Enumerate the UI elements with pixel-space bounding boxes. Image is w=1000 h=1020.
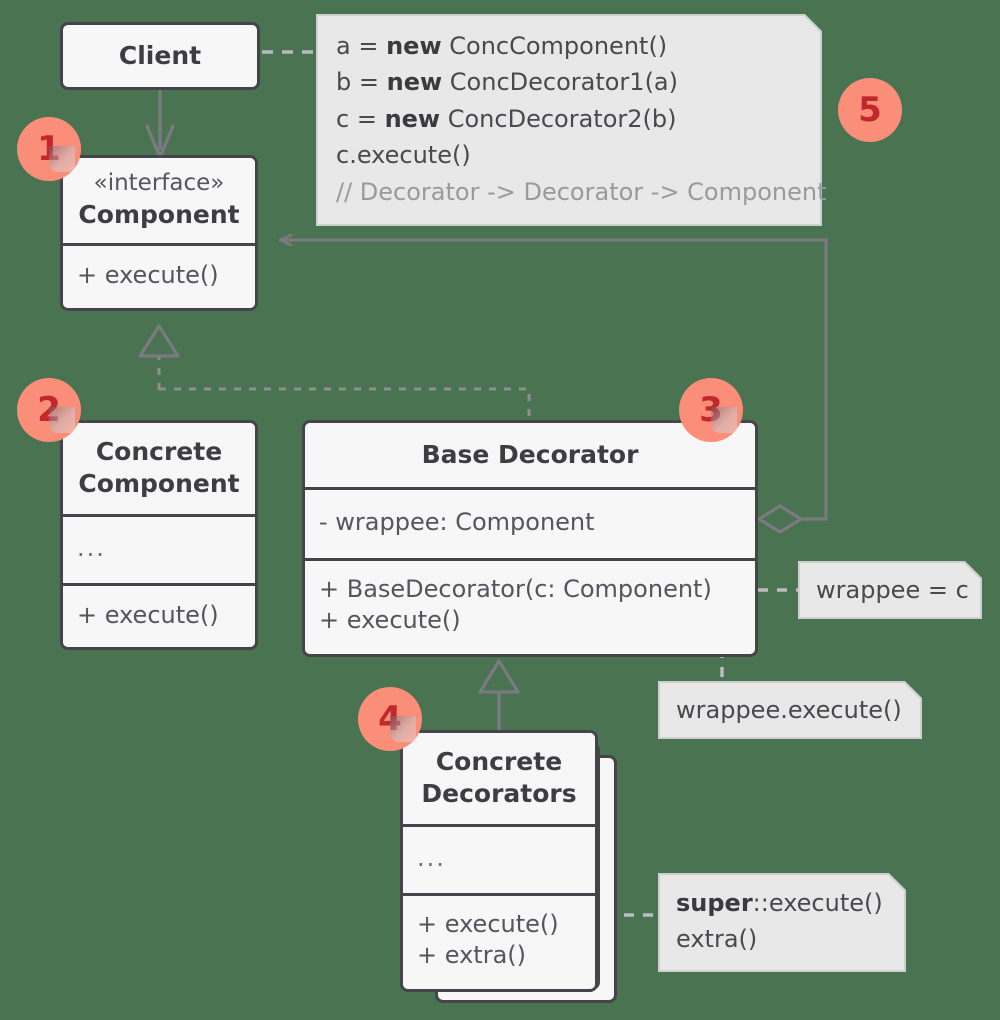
client-code-line-5-comment: // Decorator -> Decorator -> Component	[336, 177, 827, 206]
note-wrappee-execute: wrappee.execute()	[658, 681, 922, 739]
concrete-decorators-method-execute: + execute()	[417, 909, 559, 938]
note-super-line-2: extra()	[676, 925, 758, 954]
badge-curl-icon	[711, 407, 737, 433]
badge-curl-icon	[49, 407, 75, 433]
client-code-line-1: a = new ConcComponent()	[336, 32, 668, 60]
badge-4[interactable]: 4	[358, 687, 422, 751]
concrete-decorators-title-line2: Decorators	[421, 779, 577, 808]
badge-3[interactable]: 3	[679, 378, 743, 442]
badge-curl-icon	[390, 716, 416, 742]
base-decorator-field-wrappee: - wrappee: Component	[319, 508, 595, 536]
concrete-decorators-method-extra: + extra()	[417, 941, 526, 970]
note-wrappee-assign-text: wrappee = c	[816, 575, 969, 604]
badge-1[interactable]: 1	[17, 117, 81, 181]
note-wrappee-execute-text: wrappee.execute()	[676, 695, 902, 724]
concrete-component-title-line1: Concrete	[95, 437, 223, 466]
note-fold-inner-icon	[889, 873, 906, 890]
base-decorator-fields-section: - wrappee: Component	[305, 487, 755, 558]
note-fold-inner-icon	[905, 681, 922, 698]
class-box-base-decorator[interactable]: Base Decorator - wrappee: Component + Ba…	[302, 420, 758, 658]
base-decorator-title-section: Base Decorator	[305, 423, 755, 487]
class-box-component[interactable]: «interface» Component + execute()	[60, 155, 258, 311]
note-client-code: a = new ConcComponent() b = new ConcDeco…	[316, 14, 827, 227]
component-methods-section: + execute()	[63, 242, 255, 308]
concrete-decorators-title-line1: Concrete	[435, 747, 563, 776]
client-title-section: Client	[63, 25, 257, 87]
note-super-extra: super::execute() extra()	[658, 873, 906, 972]
badge-2[interactable]: 2	[17, 378, 81, 442]
wire-client-to-component	[145, 85, 175, 159]
class-box-client[interactable]: Client	[60, 22, 260, 90]
component-title-section: «interface» Component	[63, 158, 255, 243]
client-code-line-3: c = new ConcDecorator2(b)	[336, 104, 677, 133]
concrete-decorators-methods-section: + execute() + extra()	[403, 892, 595, 990]
note-wrappee-assign: wrappee = c	[798, 561, 982, 619]
client-title: Client	[118, 41, 202, 70]
concrete-component-fields-section: ...	[63, 514, 255, 583]
note-super-line-1: super::execute()	[676, 889, 883, 917]
note-fold-inner-icon	[965, 561, 982, 578]
concrete-decorators-title-section: Concrete Decorators	[403, 733, 595, 824]
concrete-component-title-line2: Component	[78, 469, 240, 498]
badge-5[interactable]: 5	[838, 78, 902, 142]
client-code-line-4: c.execute()	[336, 141, 471, 170]
base-decorator-method-ctor: + BaseDecorator(c: Component)	[319, 574, 712, 603]
badge-curl-icon	[49, 146, 75, 172]
wire-realization-to-component	[138, 324, 531, 420]
concrete-component-title-section: Concrete Component	[63, 423, 255, 514]
base-decorator-title: Base Decorator	[421, 440, 639, 469]
concrete-component-field-ellipsis: ...	[77, 534, 106, 562]
component-method-execute: + execute()	[77, 260, 219, 289]
base-decorator-methods-section: + BaseDecorator(c: Component) + execute(…	[305, 557, 755, 655]
component-stereotype: «interface»	[93, 170, 225, 196]
concrete-decorators-field-ellipsis: ...	[417, 844, 446, 872]
client-code-line-2: b = new ConcDecorator1(a)	[336, 68, 678, 97]
base-decorator-method-execute: + execute()	[319, 606, 461, 635]
class-box-concrete-component[interactable]: Concrete Component ... + execute()	[60, 420, 258, 651]
concrete-component-methods-section: + execute()	[63, 582, 255, 648]
concrete-component-method-execute: + execute()	[77, 600, 219, 629]
wire-inheritance-concretedecorators-basedecorator	[478, 659, 520, 738]
badge-5-label: 5	[858, 90, 882, 130]
note-fold-inner-icon	[805, 14, 822, 31]
concrete-decorators-fields-section: ...	[403, 824, 595, 893]
class-box-concrete-decorators[interactable]: Concrete Decorators ... + execute() + ex…	[400, 730, 598, 993]
component-title: Component	[78, 199, 240, 229]
